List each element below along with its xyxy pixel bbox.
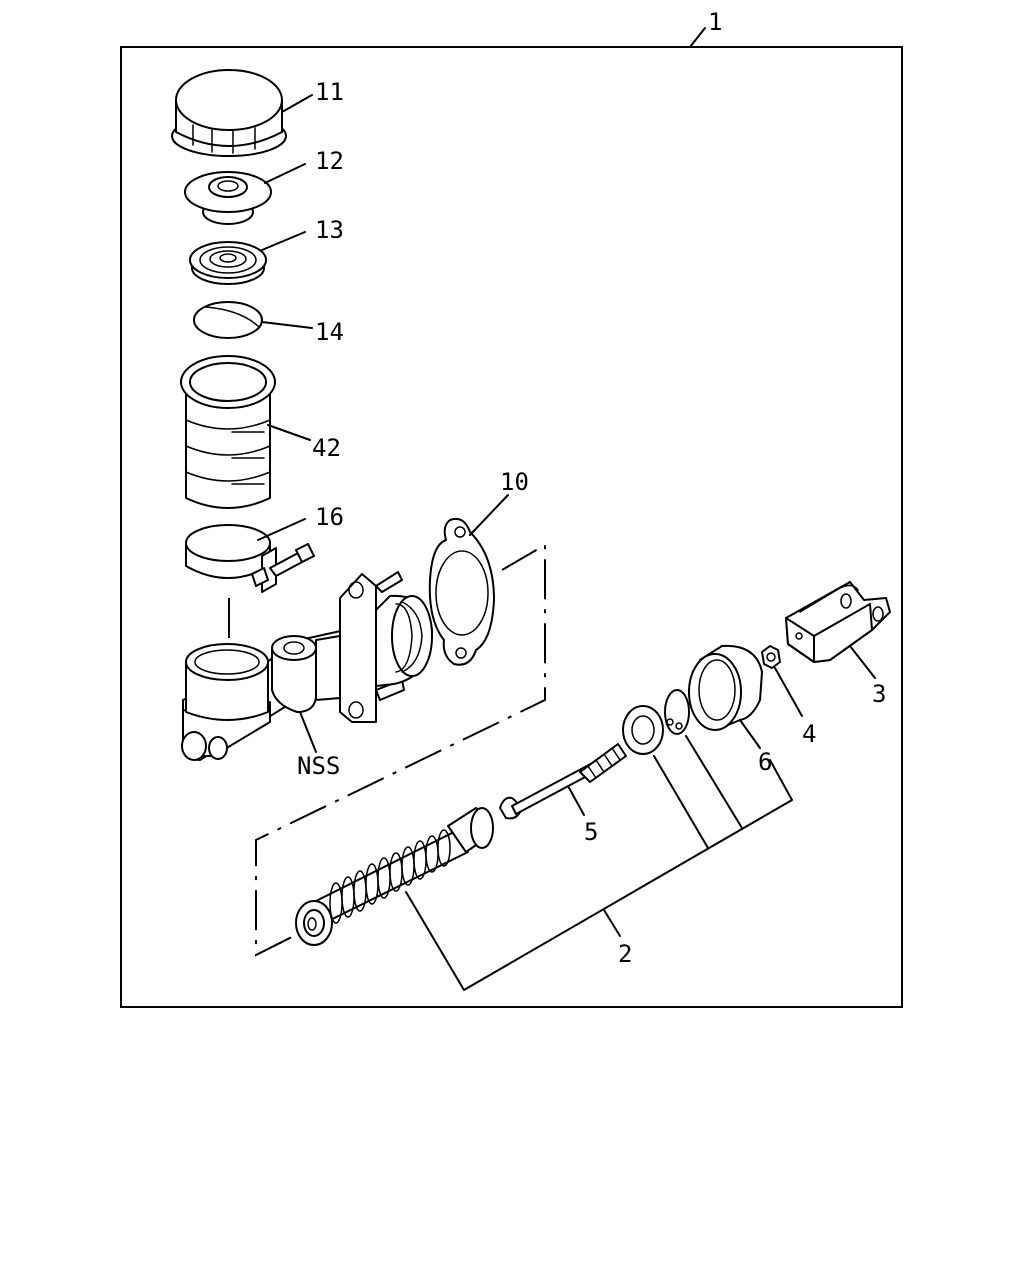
master-cylinder-body — [181, 571, 433, 761]
leader-2 — [603, 909, 621, 937]
part-42-reservoir — [180, 355, 276, 509]
leader-4 — [774, 667, 803, 717]
part-boot-ring — [622, 705, 664, 755]
assembly-bracket-line — [255, 543, 546, 957]
part-12-baffle — [184, 171, 272, 225]
callout-12: 12 — [315, 147, 344, 175]
leader-12 — [264, 163, 306, 184]
callout-10: 10 — [500, 468, 529, 496]
callout-6: 6 — [758, 748, 772, 776]
bracket-2-branch-snap — [685, 735, 743, 829]
bracket-2 — [405, 759, 793, 991]
leader-14 — [261, 321, 313, 329]
part-snap-ring — [664, 689, 690, 735]
part-5-push-rod — [511, 743, 627, 815]
part-10-gasket — [428, 517, 495, 666]
leader-3 — [849, 645, 876, 679]
leader-10 — [469, 494, 509, 536]
callout-4: 4 — [802, 720, 816, 748]
leader-42 — [267, 424, 311, 441]
part-16-clamp — [185, 524, 315, 593]
part-14-seal-disc — [193, 301, 263, 339]
leader-5 — [567, 785, 585, 816]
part-4-nut — [761, 645, 781, 669]
diagram-frame — [120, 46, 903, 1008]
leader-1 — [689, 27, 706, 48]
part-3-clevis — [785, 581, 891, 663]
callout-11: 11 — [315, 78, 344, 106]
callout-16: 16 — [315, 503, 344, 531]
callout-3: 3 — [872, 680, 886, 708]
leader-16 — [257, 518, 306, 541]
callout-2: 2 — [618, 940, 632, 968]
leader-nss — [299, 711, 317, 753]
callout-42: 42 — [312, 434, 341, 462]
callout-13: 13 — [315, 216, 344, 244]
leader-6 — [739, 719, 761, 749]
callout-1: 1 — [708, 8, 722, 36]
callout-5: 5 — [584, 818, 598, 846]
part-6-boot — [688, 644, 763, 731]
part-2-piston-spring-assembly — [295, 796, 521, 946]
leader-13 — [261, 231, 306, 251]
callout-nss: NSS — [297, 752, 340, 780]
callout-14: 14 — [315, 318, 344, 346]
part-11-reservoir-cap — [171, 69, 287, 157]
bracket-2-branch-ring — [653, 755, 709, 849]
part-13-diaphragm — [189, 241, 267, 285]
leader-11 — [281, 94, 313, 113]
